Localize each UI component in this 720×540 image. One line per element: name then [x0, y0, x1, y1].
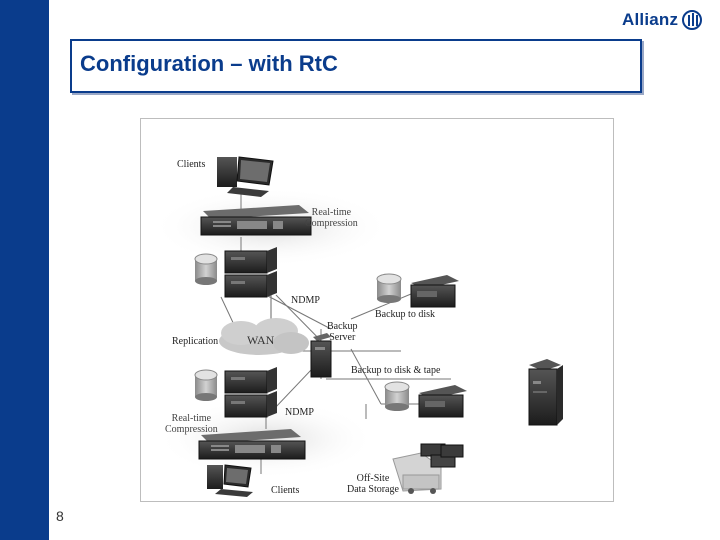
disk-cylinder-backup-tape [384, 381, 410, 411]
brand-logo: Allianz [622, 9, 703, 31]
label-backup-to-disk: Backup to disk [375, 309, 435, 320]
label-rtc-top: Real-time Compression [305, 207, 358, 229]
brand-name: Allianz [622, 10, 679, 29]
client-workstation-top [217, 156, 274, 197]
disk-cylinder-bottom-left [194, 369, 218, 401]
nas-server-bottom [224, 367, 277, 418]
label-ndmp-top: NDMP [291, 295, 320, 306]
label-offsite-storage: Off-Site Data Storage [347, 473, 399, 495]
label-ndmp-bottom: NDMP [285, 407, 314, 418]
label-backup-server: Backup Server [327, 321, 358, 343]
label-rtc-bottom: Real-time Compression [165, 413, 218, 435]
label-backup-disk-tape: Backup to disk & tape [351, 365, 441, 376]
network-diagram: Clients Real-time Compression NDMP Backu… [140, 118, 614, 502]
label-clients-bottom: Clients [271, 485, 300, 496]
slide-title: Configuration – with RtC [80, 51, 338, 76]
left-accent-bar [0, 0, 49, 540]
backup-server-tower [310, 333, 332, 378]
rtc-appliance-top [200, 205, 312, 236]
tape-cartridges [420, 443, 464, 468]
label-clients-top: Clients [177, 159, 206, 170]
label-wan: WAN [247, 333, 275, 347]
disk-array-unit-bottom [418, 385, 467, 418]
offsite-truck [392, 452, 442, 494]
diagram-graphics [151, 156, 563, 497]
disk-cylinder-top-left [194, 253, 218, 285]
disk-cylinder-backup-disk [376, 273, 402, 303]
rtc-appliance-bottom [198, 429, 306, 460]
page-number: 8 [56, 508, 64, 524]
title-box: Configuration – with RtC [70, 39, 642, 93]
tape-library-rack [528, 359, 563, 426]
allianz-eagle-icon [682, 10, 703, 30]
nas-server-top [224, 247, 277, 298]
label-replication: Replication [172, 336, 219, 347]
disk-array-unit-top [410, 275, 459, 308]
client-workstation-bottom [207, 464, 253, 497]
wan-cloud [219, 318, 309, 355]
